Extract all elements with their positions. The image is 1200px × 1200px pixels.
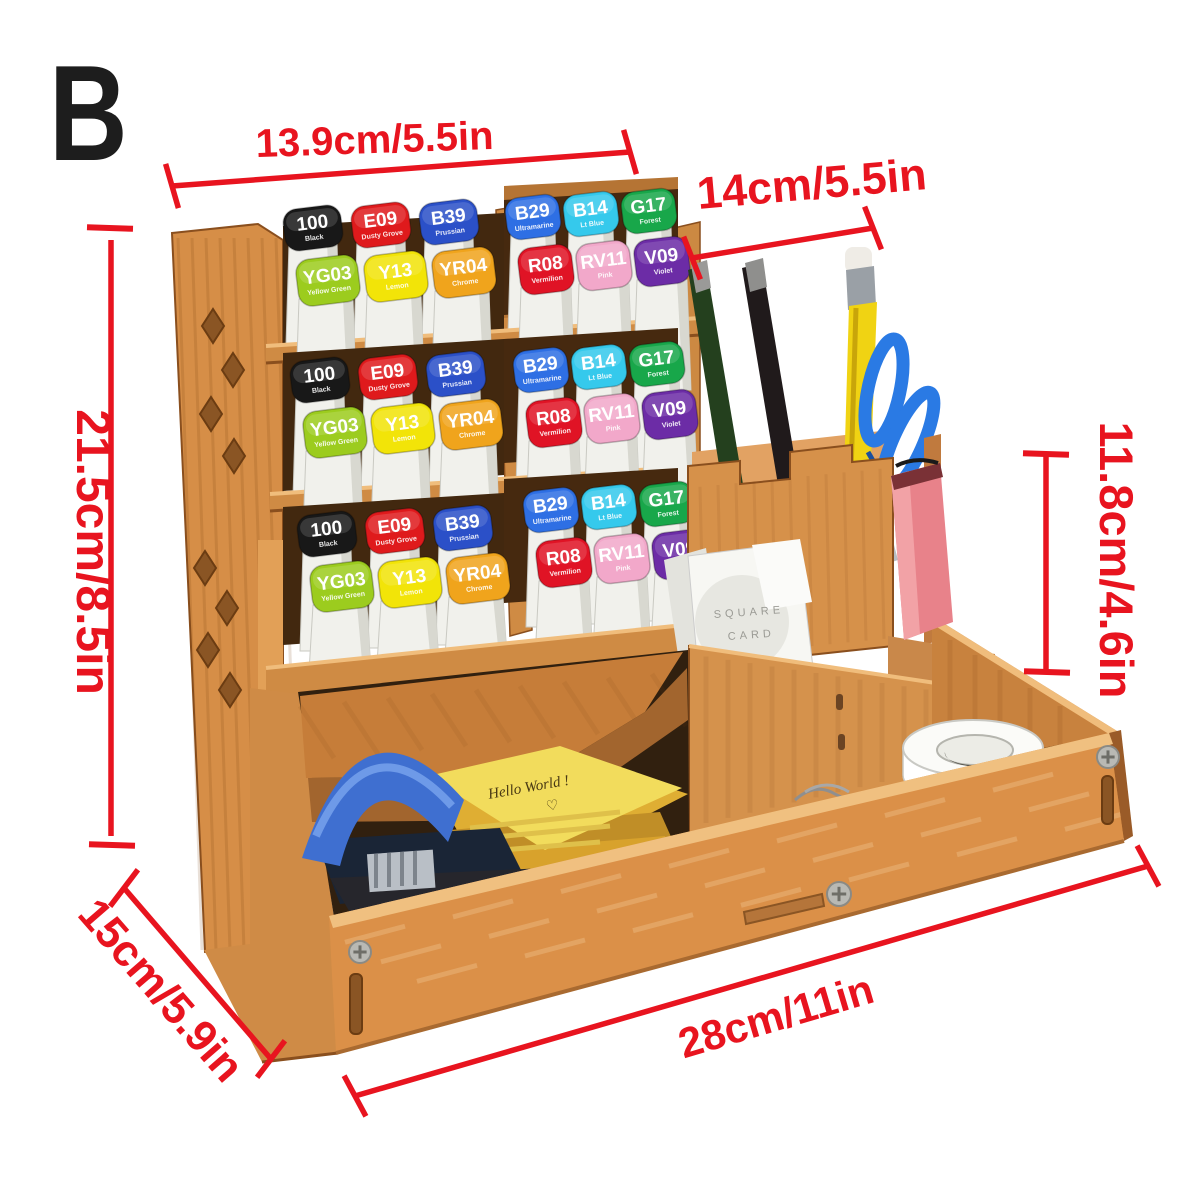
svg-text:100: 100 <box>302 363 336 388</box>
svg-text:Chrome: Chrome <box>466 584 493 594</box>
svg-text:Prussian: Prussian <box>435 227 465 238</box>
svg-text:B14: B14 <box>580 350 618 375</box>
svg-text:R08: R08 <box>535 405 572 430</box>
svg-text:B39: B39 <box>430 205 467 230</box>
svg-text:Forest: Forest <box>657 510 680 520</box>
svg-text:B14: B14 <box>572 197 610 222</box>
svg-text:R08: R08 <box>527 252 564 277</box>
svg-text:B14: B14 <box>590 490 628 515</box>
svg-text:B39: B39 <box>437 357 474 382</box>
svg-text:B39: B39 <box>444 511 481 536</box>
svg-text:Ultramarine: Ultramarine <box>533 515 573 527</box>
svg-text:Pink: Pink <box>598 272 614 281</box>
svg-text:Prussian: Prussian <box>442 379 472 390</box>
svg-text:Forest: Forest <box>639 217 662 227</box>
svg-text:♡: ♡ <box>545 798 560 815</box>
svg-text:Y13: Y13 <box>391 566 427 591</box>
svg-text:Vermilion: Vermilion <box>549 568 581 579</box>
svg-text:V09: V09 <box>643 245 679 270</box>
svg-text:Chrome: Chrome <box>459 430 486 440</box>
svg-text:21.5cm/8.5in: 21.5cm/8.5in <box>66 409 119 695</box>
svg-text:Chrome: Chrome <box>452 278 479 288</box>
svg-text:100: 100 <box>295 211 329 236</box>
svg-text:Black: Black <box>305 234 324 243</box>
svg-text:11.8cm/4.6in: 11.8cm/4.6in <box>1090 422 1143 699</box>
svg-text:Black: Black <box>312 386 331 395</box>
svg-text:B29: B29 <box>514 200 551 225</box>
svg-text:Lemon: Lemon <box>392 434 416 444</box>
svg-text:Black: Black <box>319 540 338 549</box>
svg-text:Vermilion: Vermilion <box>539 428 571 439</box>
svg-text:G17: G17 <box>629 194 667 219</box>
svg-text:E09: E09 <box>376 514 412 539</box>
svg-text:Ultramarine: Ultramarine <box>515 222 555 234</box>
svg-text:E09: E09 <box>362 208 398 233</box>
svg-text:G17: G17 <box>647 487 685 512</box>
svg-text:Pink: Pink <box>606 425 622 434</box>
svg-text:B: B <box>49 39 128 190</box>
svg-text:Lemon: Lemon <box>385 282 409 292</box>
svg-text:Lt Blue: Lt Blue <box>580 219 605 229</box>
svg-text:R08: R08 <box>545 545 582 570</box>
svg-text:G17: G17 <box>637 347 675 372</box>
svg-text:Prussian: Prussian <box>449 533 479 544</box>
svg-text:Lt Blue: Lt Blue <box>598 512 623 522</box>
svg-text:Pink: Pink <box>616 565 632 574</box>
svg-text:V09: V09 <box>651 398 687 423</box>
svg-text:B29: B29 <box>522 353 559 378</box>
svg-text:Lt Blue: Lt Blue <box>588 372 613 382</box>
svg-text:Violet: Violet <box>661 420 681 429</box>
svg-text:13.9cm/5.5in: 13.9cm/5.5in <box>255 114 494 166</box>
svg-text:100: 100 <box>309 517 343 542</box>
svg-text:Y13: Y13 <box>377 260 413 285</box>
svg-text:Violet: Violet <box>653 267 673 276</box>
svg-text:SQUARE: SQUARE <box>713 604 784 621</box>
svg-text:Vermilion: Vermilion <box>531 275 563 286</box>
svg-text:Lemon: Lemon <box>399 588 423 598</box>
svg-text:E09: E09 <box>369 360 405 385</box>
svg-text:B29: B29 <box>532 493 569 518</box>
svg-text:Y13: Y13 <box>384 412 420 437</box>
svg-text:Forest: Forest <box>647 370 670 380</box>
svg-text:Ultramarine: Ultramarine <box>523 375 563 387</box>
svg-text:CARD: CARD <box>727 628 775 643</box>
